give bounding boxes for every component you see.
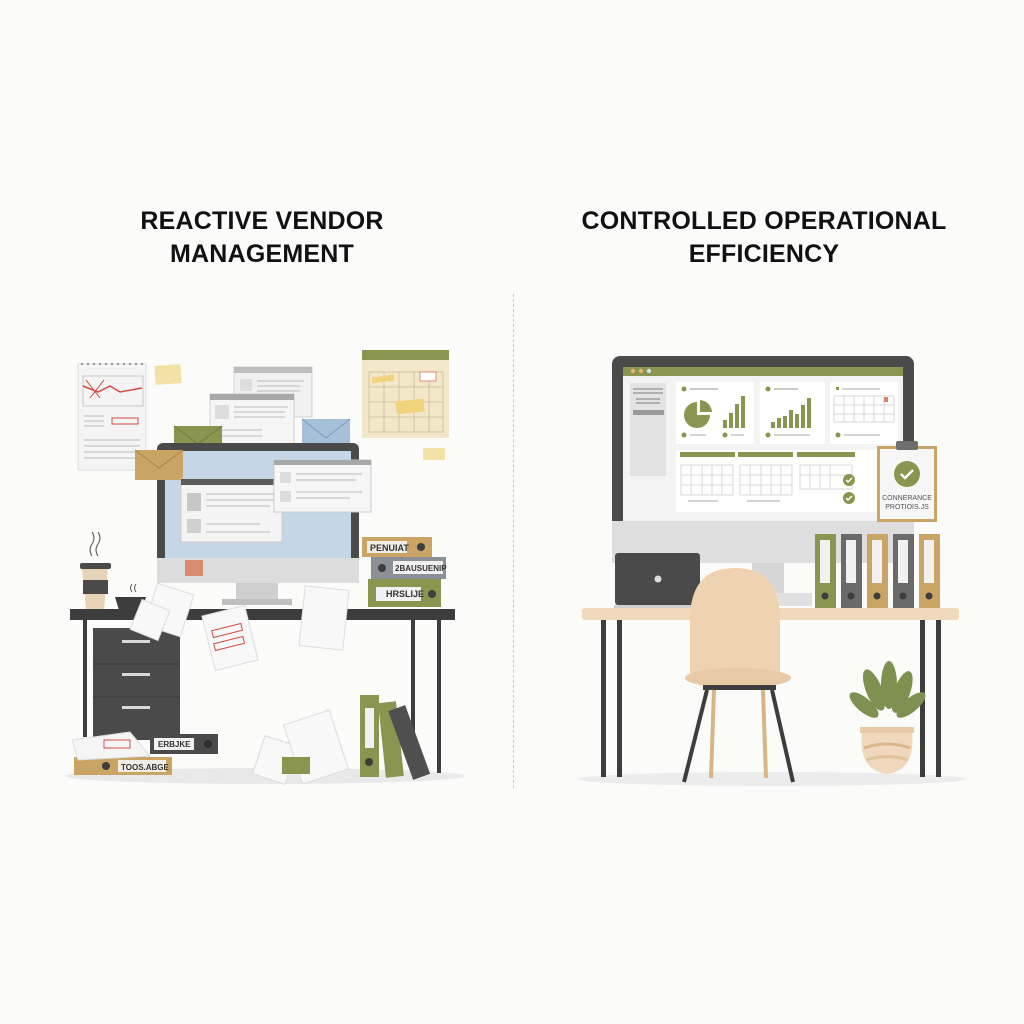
scattered-papers bbox=[129, 582, 350, 785]
clipboard-label-line-1: CONNERANCE bbox=[882, 495, 932, 502]
clipboard-label-line-2: PROTIOIS.JS bbox=[885, 504, 929, 511]
left-desk bbox=[70, 609, 455, 773]
svg-text:ERBJKE: ERBJKE bbox=[158, 740, 191, 749]
binder-label: PENUIAT bbox=[370, 543, 409, 553]
svg-text:2BAUSUENIP: 2BAUSUENIP bbox=[395, 564, 447, 573]
right-panel-title: CONTROLLED OPERATIONAL EFFICIENCY bbox=[564, 205, 964, 271]
screen-window-right bbox=[273, 459, 372, 513]
floor-binders: TOOS.ABGE ERBJKE bbox=[71, 695, 431, 780]
left-title-line-1: REACTIVE VENDOR bbox=[140, 207, 384, 235]
svg-text:HRSLIJE: HRSLIJE bbox=[386, 589, 424, 599]
wall-calendar-icon bbox=[362, 350, 449, 460]
panel-divider bbox=[513, 294, 514, 788]
coffee-cup-icon bbox=[80, 531, 111, 609]
left-panel-title: REACTIVE VENDOR MANAGEMENT bbox=[62, 205, 462, 271]
envelope-tan-icon bbox=[134, 449, 184, 480]
right-title-line-1: CONTROLLED OPERATIONAL bbox=[581, 207, 947, 235]
wall-chart-icon bbox=[77, 362, 147, 471]
clipboard-label: CONNERANCE PROTIOIS.JS bbox=[878, 494, 936, 512]
right-title-line-2: EFFICIENCY bbox=[688, 240, 840, 268]
svg-text:TOOS.ABGE: TOOS.ABGE bbox=[121, 763, 170, 772]
screen-window-left bbox=[180, 478, 283, 543]
binder-stack: PENUIAT 2BAUSUENIP HRSLIJE bbox=[362, 537, 447, 607]
left-title-line-2: MANAGEMENT bbox=[170, 240, 354, 268]
floating-window-2 bbox=[209, 393, 295, 447]
coffee-mug-icon bbox=[115, 583, 146, 610]
